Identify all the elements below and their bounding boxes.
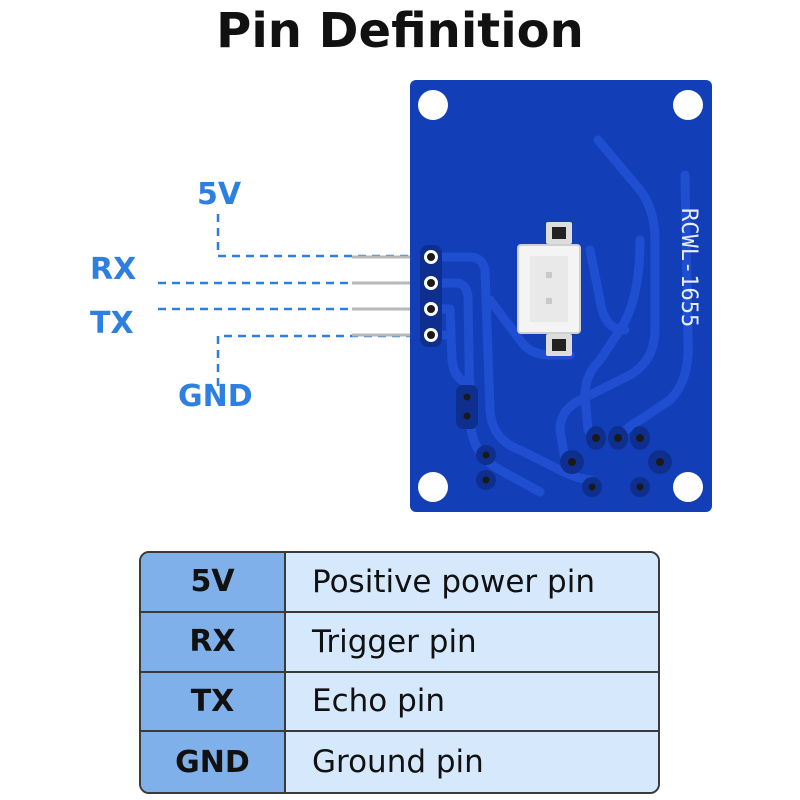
table-desc-cell: Trigger pin (286, 612, 658, 673)
leader-line-5v (216, 214, 410, 258)
pcb-board: RCWL-1655 (410, 80, 712, 512)
table-desc-cell: Positive power pin (286, 553, 658, 613)
table-pin-cell: GND (141, 732, 286, 792)
via-holes (463, 393, 664, 491)
leader-lines (158, 214, 410, 386)
table-desc-cell: Echo pin (286, 672, 658, 733)
page-title: Pin Definition (216, 3, 584, 59)
table-desc-cell: Ground pin (286, 732, 658, 792)
leader-line-gnd (216, 334, 410, 386)
pin-label-rx: RX (90, 252, 137, 287)
mounting-holes (418, 90, 703, 502)
table-pin-cell: TX (141, 672, 286, 733)
pin-label-tx: TX (90, 306, 134, 341)
module-diagram: RCWL-1655 (158, 80, 712, 512)
table-pin-cell: RX (141, 612, 286, 673)
table-pin-cell: 5V (141, 553, 286, 613)
board-silkscreen: RCWL-1655 (676, 208, 701, 327)
pin-definition-table: 5V Positive power pin RX Trigger pin TX … (139, 551, 660, 794)
pin-label-5v: 5V (197, 177, 242, 212)
header-pins (352, 255, 420, 337)
pin-label-gnd: GND (178, 379, 253, 414)
header-pads (420, 245, 442, 347)
white-connector (517, 222, 581, 356)
